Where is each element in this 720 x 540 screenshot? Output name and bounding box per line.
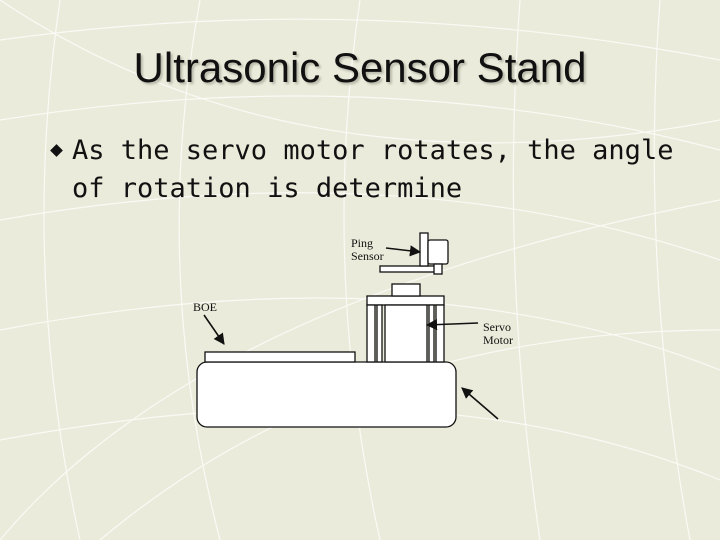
servo-motor-body xyxy=(384,304,428,363)
rotation-arrow xyxy=(461,387,499,420)
servo-horn xyxy=(391,283,421,297)
stand-top-plate xyxy=(366,295,445,306)
boe-board xyxy=(204,351,356,363)
stand-leg-left-outer xyxy=(366,304,376,363)
boe-arrow xyxy=(203,314,225,345)
stand-leg-right-outer xyxy=(435,304,445,363)
stand-leg-right-inner xyxy=(428,304,435,363)
ping-sensor-label: Ping Sensor xyxy=(351,236,384,263)
ping-sensor-stem xyxy=(433,263,443,275)
servo-arrow xyxy=(425,319,479,331)
ping-arrow xyxy=(385,245,422,257)
stand-leg-left-inner xyxy=(376,304,383,363)
ping-sensor-body xyxy=(427,239,449,265)
ping-mount-plate xyxy=(379,265,441,273)
boe-label: BOE xyxy=(193,300,217,314)
bullet-text: As the servo motor rotates, the angle of… xyxy=(72,135,674,204)
robot-base xyxy=(196,361,457,428)
ping-sensor-bracket xyxy=(419,232,429,267)
slide-title: Ultrasonic Sensor Stand xyxy=(133,44,587,91)
servo-motor-label: Servo Motor xyxy=(483,320,513,347)
